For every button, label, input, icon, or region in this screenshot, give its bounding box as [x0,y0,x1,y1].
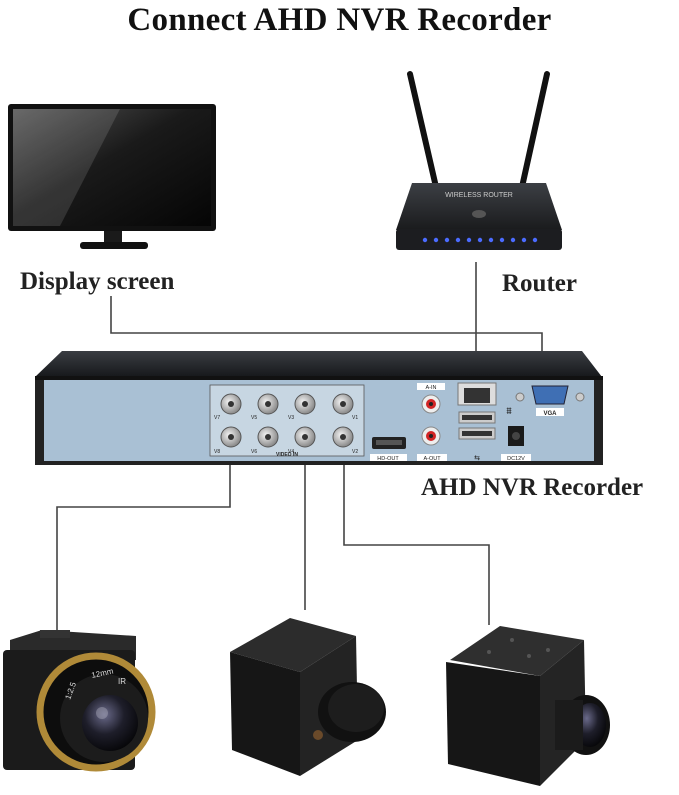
port-label-v3: V3 [288,415,294,421]
port-label-v6: V6 [251,449,257,455]
router-brand-text: WIRELESS ROUTER [445,192,513,199]
a-in-label: A-IN [426,385,437,391]
video-in-label: VIDEO IN [276,452,298,458]
svg-text:⩩: ⩩ [506,406,512,417]
bnc-video-inputs [220,393,354,448]
port-label-v1: V1 [352,415,358,421]
vga-label: VGA [543,411,557,417]
camera-3 [446,626,610,786]
port-label-v5: V5 [251,415,257,421]
svg-text:⇆: ⇆ [474,455,480,462]
lens-ir-label: IR [118,677,126,686]
router-label: Router [502,270,577,297]
port-label-v7: V7 [214,415,220,421]
port-label-v2: V2 [352,449,358,455]
a-out-label: A-OUT [423,456,441,462]
nvr-recorder-label: AHD NVR Recorder [421,474,644,501]
display-screen-label: Display screen [20,268,175,295]
page-title: Connect AHD NVR Recorder [127,2,552,38]
dc12v-label: DC12V [507,456,525,462]
hd-out-label: HD-OUT [377,456,399,462]
port-label-v4: V4 [288,449,294,455]
port-label-v8: V8 [214,449,220,455]
nvr-recorder: V7 V5 V3 V1 V8 V6 V4 V2 VIDEO IN HD-OUT … [35,351,603,465]
router: WIRELESS ROUTER [396,71,562,250]
camera-1: 12mm 1:2.5 IR [3,630,156,772]
camera-2 [230,618,386,776]
display-monitor [8,104,216,249]
